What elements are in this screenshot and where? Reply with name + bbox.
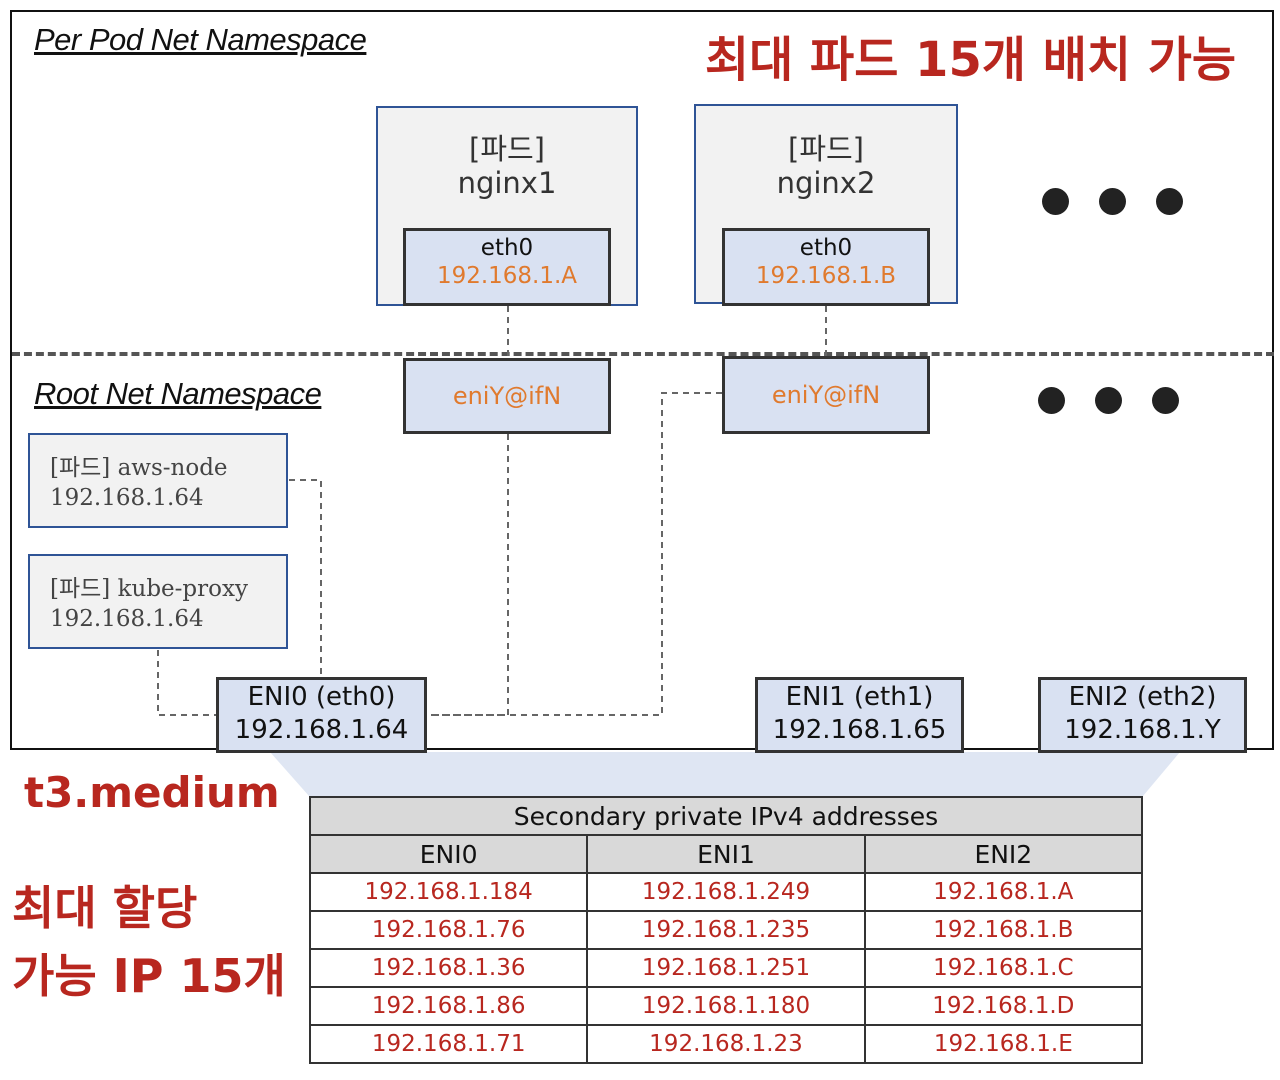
max-pods-headline: 최대 파드 15개 배치 가능 [705, 32, 1237, 88]
namespace-divider [12, 352, 1274, 356]
table-cell: 192.168.1.E [863, 1024, 1144, 1064]
eni-ip: 192.168.1.65 [772, 715, 947, 745]
pod-ip: 192.168.1.64 [50, 485, 204, 511]
eni-name: ENI1 (eth1) [785, 682, 934, 712]
column-header-eni0: ENI0 [308, 834, 589, 874]
table-row: 192.168.1.76 192.168.1.235 192.168.1.B [308, 910, 1144, 950]
table-cell: 192.168.1.23 [586, 1024, 866, 1064]
table-cell: 192.168.1.C [863, 948, 1144, 988]
table-cell: 192.168.1.235 [586, 910, 866, 950]
pod-kube-proxy: [파드] kube-proxy 192.168.1.64 [28, 554, 288, 649]
table-row: 192.168.1.71 192.168.1.23 192.168.1.E [308, 1024, 1144, 1064]
iface-ip: 192.168.1.A [436, 263, 578, 289]
pod-tag: [파드] [788, 132, 864, 166]
secondary-ip-table: Secondary private IPv4 addresses ENI0 EN… [308, 796, 1144, 1064]
pod-name: nginx2 [776, 166, 876, 200]
veth-nginx1: eniY@ifN [403, 358, 611, 434]
table-cell: 192.168.1.A [863, 872, 1144, 912]
eni2: ENI2 (eth2) 192.168.1.Y [1038, 677, 1247, 753]
table-cell: 192.168.1.B [863, 910, 1144, 950]
pod-name: nginx1 [457, 166, 557, 200]
per-pod-namespace-label: Per Pod Net Namespace [34, 22, 367, 57]
max-ip-line1: 최대 할당 [12, 881, 198, 935]
table-cell: 192.168.1.86 [308, 986, 589, 1026]
column-header-eni2: ENI2 [863, 834, 1144, 874]
more-pods-ellipsis [1042, 188, 1183, 215]
pod-nginx2-eth0: eth0 192.168.1.B [722, 228, 930, 306]
table-cell: 192.168.1.184 [308, 872, 589, 912]
instance-type-label: t3.medium [24, 768, 280, 817]
root-namespace-label: Root Net Namespace [34, 376, 322, 411]
eni-name: ENI0 (eth0) [247, 682, 396, 712]
table-cell: 192.168.1.251 [586, 948, 866, 988]
table-row: 192.168.1.36 192.168.1.251 192.168.1.C [308, 948, 1144, 988]
pod-ip: 192.168.1.64 [50, 606, 204, 632]
eni1: ENI1 (eth1) 192.168.1.65 [755, 677, 964, 753]
max-ip-line2: 가능 IP 15개 [12, 949, 286, 1003]
pod-label: [파드] kube-proxy [50, 576, 248, 602]
pod-tag: [파드] [469, 132, 545, 166]
table-title: Secondary private IPv4 addresses [309, 796, 1143, 836]
pod-label: [파드] aws-node [50, 455, 228, 481]
table-cell: 192.168.1.D [863, 986, 1144, 1026]
iface-ip: 192.168.1.B [755, 263, 897, 289]
table-row: 192.168.1.86 192.168.1.180 192.168.1.D [308, 986, 1144, 1026]
iface-name: eth0 [799, 235, 853, 261]
veth-nginx2: eniY@ifN [722, 356, 930, 434]
table-cell: 192.168.1.71 [308, 1024, 589, 1064]
eni0: ENI0 (eth0) 192.168.1.64 [216, 677, 427, 753]
column-header-eni1: ENI1 [586, 834, 866, 874]
eni-ip: 192.168.1.Y [1064, 715, 1221, 745]
table-cell: 192.168.1.249 [586, 872, 866, 912]
table-cell: 192.168.1.36 [308, 948, 589, 988]
table-row: 192.168.1.184 192.168.1.249 192.168.1.A [308, 872, 1144, 912]
iface-name: eth0 [480, 235, 534, 261]
eni-name: ENI2 (eth2) [1068, 682, 1217, 712]
more-veth-ellipsis [1038, 387, 1179, 414]
table-cell: 192.168.1.76 [308, 910, 589, 950]
pod-aws-node: [파드] aws-node 192.168.1.64 [28, 433, 288, 528]
node-frame [10, 10, 1274, 750]
pod-nginx1-eth0: eth0 192.168.1.A [403, 228, 611, 306]
table-cell: 192.168.1.180 [586, 986, 866, 1026]
eni-ip: 192.168.1.64 [234, 715, 409, 745]
